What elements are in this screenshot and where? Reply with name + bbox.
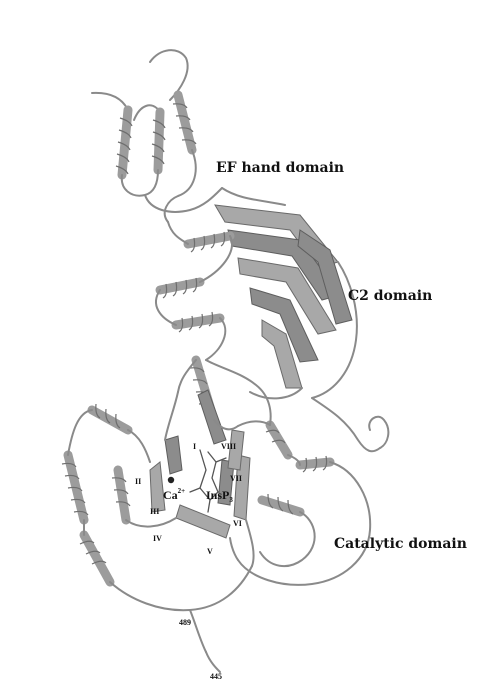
region-label-viii: VIII bbox=[221, 442, 236, 451]
c2-domain-label: C2 domain bbox=[348, 288, 432, 304]
catalytic-domain-label: Catalytic domain bbox=[334, 536, 467, 552]
insp3-label: InsP3 bbox=[206, 488, 233, 504]
calcium-ion-marker bbox=[168, 477, 174, 483]
region-label-vii: VII bbox=[230, 474, 242, 483]
ef-hand-domain-label: EF hand domain bbox=[216, 160, 344, 176]
residue-number-489: 489 bbox=[179, 618, 191, 627]
region-label-iii: III bbox=[150, 507, 159, 516]
region-label-vi: VI bbox=[233, 519, 242, 528]
region-label-ii: II bbox=[135, 477, 141, 486]
residue-number-445: 445 bbox=[210, 672, 222, 681]
region-label-v: V bbox=[207, 547, 213, 556]
region-label-i: I bbox=[193, 442, 196, 451]
region-label-iv: IV bbox=[153, 534, 162, 543]
